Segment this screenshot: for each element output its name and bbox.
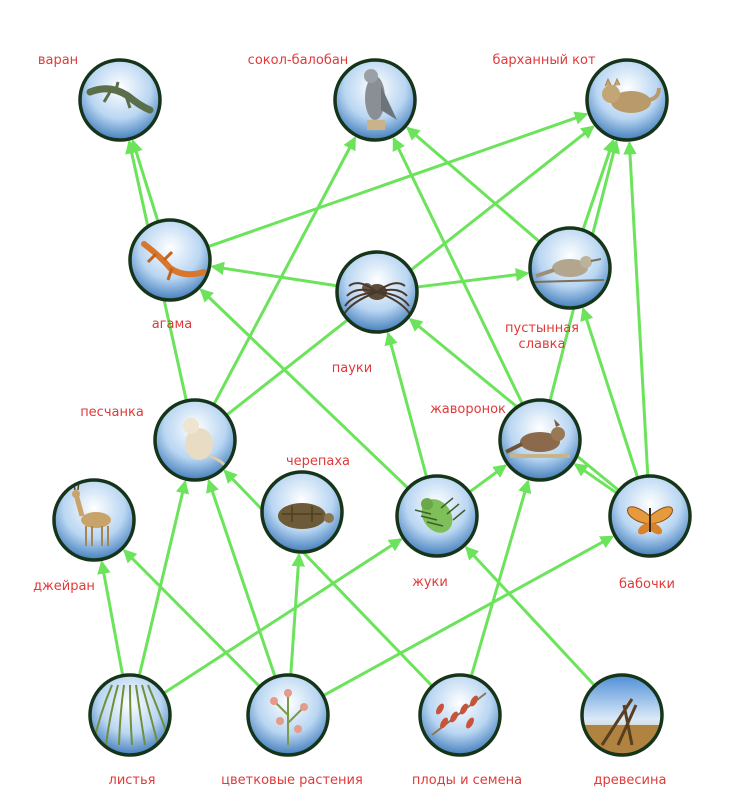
node-dzheyran: джейран [33,478,136,594]
node-label-drevesina: древесина [594,773,667,788]
agama-lizard-icon [141,241,207,281]
node-label-dzheyran: джейран [33,579,95,594]
monitor-lizard-icon [86,81,154,114]
edge-cvetkovye-to-peschanka [206,478,277,677]
edge-cvetkovye-to-cherepaha [289,552,305,675]
edge-peschanka-to-sokol [212,136,357,405]
node-label-sokol: сокол-балобан [248,53,349,68]
edge-pauki-to-slavka [417,268,530,289]
node-label-listya: листья [109,773,156,788]
edge-babochki-to-kot [623,140,650,476]
node-border [260,470,344,554]
node-border [418,673,502,757]
node-label-zhavoronok: жаворонок [430,402,506,417]
node-border [498,398,582,482]
edge-listya-to-dzheyran [97,560,125,675]
node-zhavoronok: жаворонок [430,398,582,482]
node-plody: плоды и семена [412,673,522,788]
edge-slavka-to-kot [581,138,616,230]
node-border [128,218,212,302]
tortoise-icon [278,503,334,529]
edge-listya-to-zhuki [163,538,403,694]
node-agama: агама [128,218,212,332]
node-label-plody: плоды и семена [412,773,522,788]
node-listya: листья [88,673,172,788]
node-pauki: пауки [332,250,419,376]
edge-zhuki-to-pauki [384,331,428,477]
edge-babochki-to-slavka [580,306,639,478]
node-border [585,58,669,142]
node-background [80,60,160,140]
edge-babochki-to-pauki [408,317,620,492]
node-background [130,220,210,300]
node-label-slavka-2: славка [519,337,566,352]
node-varan: варан [38,53,162,142]
edge-zhavoronok-to-sokol [392,136,524,404]
node-background [420,675,500,755]
gerbil-icon [183,418,229,473]
node-border [246,673,330,757]
edge-agama-to-varan [129,139,160,222]
node-peschanka: песчанка [80,398,237,482]
node-border [335,250,419,334]
node-label-cherepaha: черепаха [286,454,350,469]
nodes-layer: варан сокол-балобан барханный кот агама паук… [33,53,692,788]
node-zhuki: жуки [395,474,479,590]
node-border [88,673,172,757]
lark-icon [505,419,570,458]
edge-babochki-to-zhavoronok [573,463,618,494]
node-border [52,478,136,562]
edge-drevesina-to-zhuki [464,546,596,686]
node-border [153,398,237,482]
flowering-plants-icon [270,689,308,745]
edge-pauki-to-agama [210,261,337,288]
node-label-peschanka: песчанка [80,405,144,420]
node-border [395,474,479,558]
warbler-icon [533,256,605,283]
node-border [580,673,664,757]
edges-layer [97,111,650,697]
node-border [608,474,692,558]
node-label-slavka-1: пустынная [505,321,579,336]
edge-slavka-to-sokol [406,126,540,243]
node-kot: барханный кот [492,53,669,142]
node-sokol: сокол-балобан [248,53,417,142]
node-label-zhuki: жуки [412,575,448,590]
falcon-icon [364,69,397,130]
edge-plody-to-zhavoronok [470,479,532,677]
node-border [333,58,417,142]
edge-zhuki-to-agama [199,288,409,489]
edge-cvetkovye-to-dzheyran [122,549,261,687]
node-label-kot: барханный кот [492,53,596,68]
node-label-babochki: бабочки [619,577,675,592]
node-border [528,226,612,310]
edge-agama-to-kot [208,111,589,248]
sand-cat-icon [602,77,661,113]
node-drevesina: древесина [580,673,667,788]
butterfly-icon [627,506,673,535]
node-border [78,58,162,142]
node-label-cvetkovye: цветковые растения [221,773,363,788]
node-cvetkovye: цветковые растения [221,673,363,788]
node-cherepaha: черепаха [260,454,350,554]
node-label-varan: варан [38,53,78,68]
node-babochki: бабочки [608,474,692,592]
edge-plody-to-peschanka [223,469,433,687]
node-label-pauki: пауки [332,361,372,376]
edge-cvetkovye-to-babochki [323,535,615,697]
edge-listya-to-peschanka [137,479,190,676]
beetle-icon [414,497,466,533]
node-label-agama: агама [152,317,193,332]
gazelle-icon [72,480,111,546]
fruits-seeds-icon [431,692,487,736]
edge-zhuki-to-zhavoronok [469,464,508,493]
